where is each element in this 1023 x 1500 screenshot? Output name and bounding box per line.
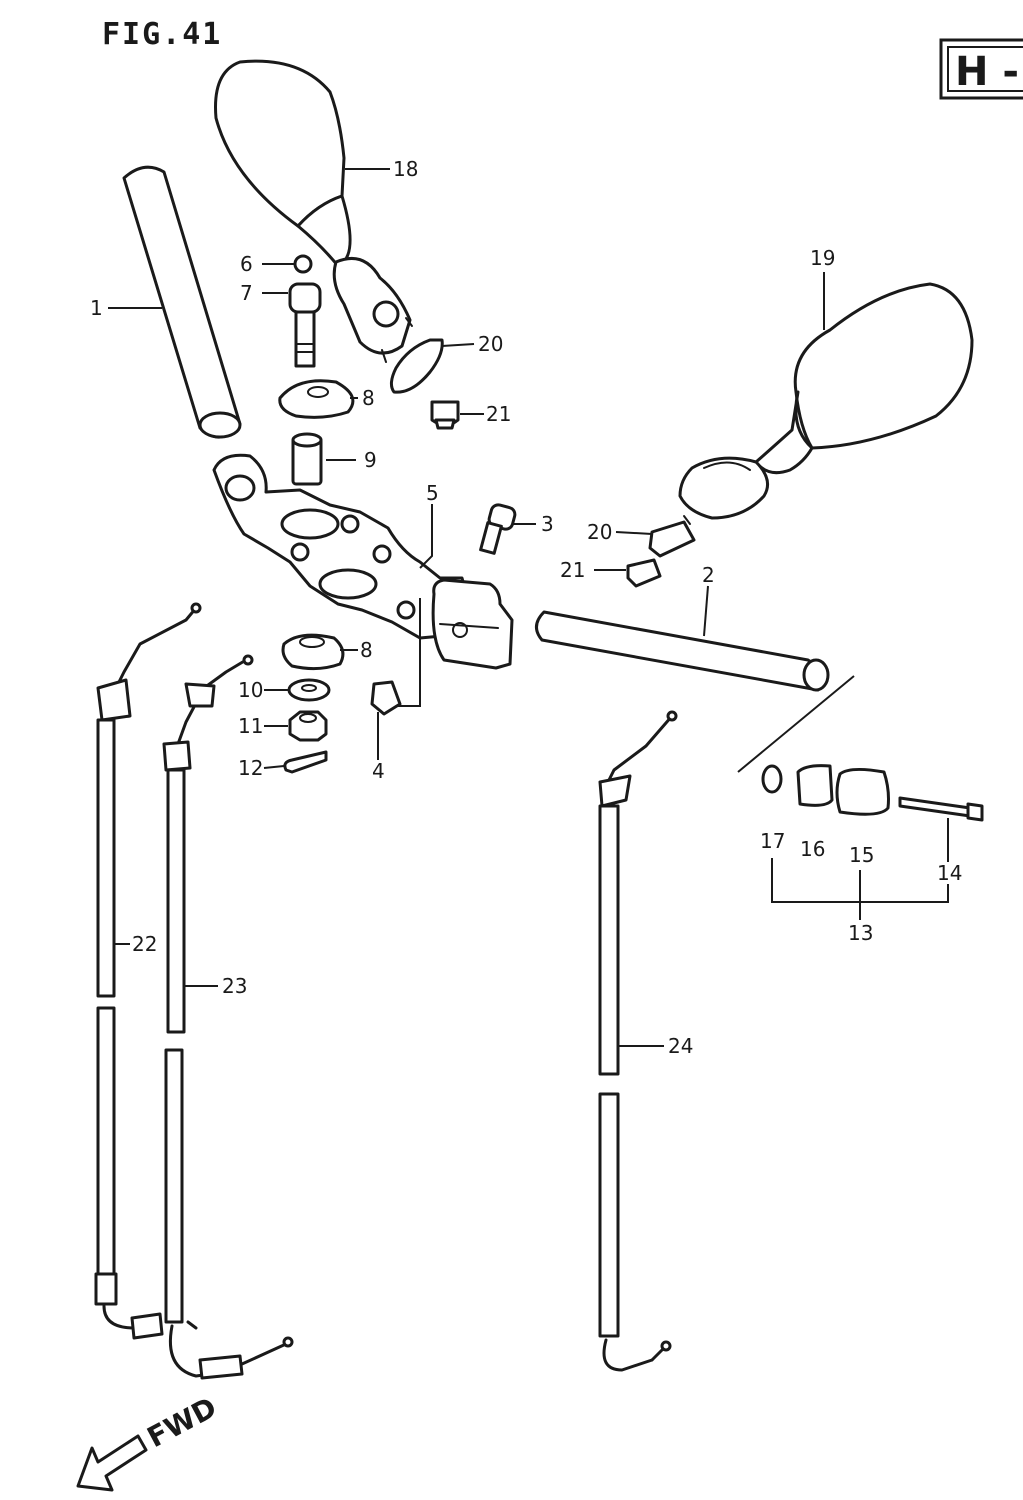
part-17-washer [761,764,783,794]
part-21-upper-nut [430,400,460,430]
section-box-label: H - [955,49,1019,95]
part-22-throttle-cable [94,602,202,1340]
callout-12: 12 [238,756,263,780]
callout-1: 1 [90,296,103,320]
callout-8-upper: 8 [362,386,375,410]
callout-17: 17 [760,829,785,853]
callout-15: 15 [849,843,874,867]
callout-2: 2 [702,563,715,587]
part-2-right-handlebar [535,610,830,692]
part-6-cap [293,254,313,274]
callout-7: 7 [240,281,253,305]
callout-4: 4 [372,759,385,783]
callout-20-upper: 20 [478,332,503,356]
part-18-left-mirror [214,59,413,363]
part-8-lower-cushion [281,633,345,671]
callout-23: 23 [222,974,247,998]
callout-16: 16 [800,837,825,861]
part-20-lower-holder [648,520,696,558]
right-clamp-block [431,578,514,670]
fwd-label: FWD [142,1391,222,1455]
section-box: H - [939,38,1023,100]
callout-10: 10 [238,678,263,702]
figure-label: FIG.41 [102,17,222,52]
callout-22: 22 [132,932,157,956]
part-14-screw [898,796,984,822]
part-9-spacer [291,432,323,486]
part-11-nut [288,710,328,742]
part-16-balancer [796,764,834,807]
callout-14: 14 [937,861,962,885]
callout-6: 6 [240,252,253,276]
callout-numbers: 1 2 3 4 5 6 7 8 9 8 10 11 12 13 14 15 16… [90,157,962,1058]
part-5-handlebar-holder [212,453,470,640]
callout-5: 5 [426,481,439,505]
part-20-upper-holder [389,338,444,394]
callout-8-lower: 8 [360,638,373,662]
callout-21-lower: 21 [560,558,585,582]
part-23-throttle-cable [162,654,294,1380]
part-19-right-mirror [678,282,974,525]
leader-lines [108,168,949,1047]
part-12-cotter-pin [283,750,328,774]
part-4-nut [370,680,402,716]
callout-24: 24 [668,1034,693,1058]
part-15-weight [835,767,890,816]
callout-18: 18 [393,157,418,181]
callout-11: 11 [238,714,263,738]
part-8-upper-cushion [278,379,355,419]
part-10-washer [287,678,331,702]
callout-9: 9 [364,448,377,472]
part-24-clutch-cable [598,710,678,1372]
callout-19: 19 [810,246,835,270]
part-21-lower-nut [626,558,662,588]
part-7-bolt [288,282,322,368]
callout-20-lower: 20 [587,520,612,544]
callout-13: 13 [848,921,873,945]
part-3-bolt [479,503,517,555]
callout-21-upper: 21 [486,402,511,426]
part-1-left-handlebar [122,165,242,439]
fwd-arrow: FWD [76,1391,222,1492]
callout-3: 3 [541,512,554,536]
